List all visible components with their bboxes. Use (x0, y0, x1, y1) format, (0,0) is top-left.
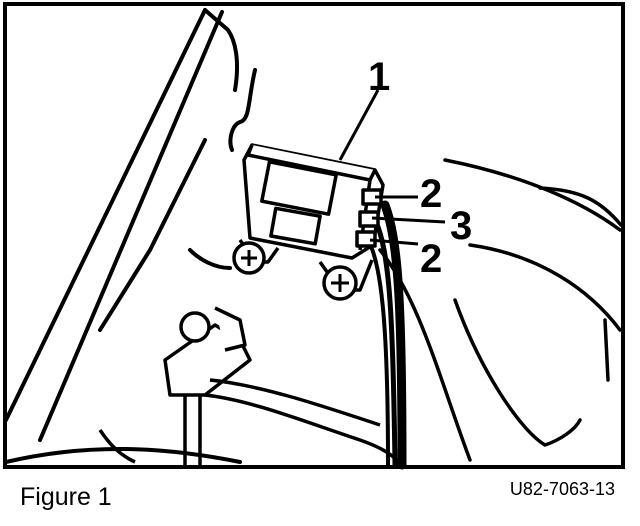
figure-reference-code: U82-7063-13 (509, 479, 615, 499)
figure-caption: Figure 1 (20, 483, 112, 511)
mounting-screws (232, 241, 358, 301)
support-bracket (98, 306, 402, 466)
callout-3: 3 (450, 204, 472, 248)
door-pillar (4, 8, 257, 464)
callout-1: 1 (368, 55, 390, 99)
callout-2-lower: 2 (420, 237, 442, 281)
control-unit (238, 143, 385, 292)
callout-leaders (338, 89, 446, 246)
callout-2-upper: 2 (420, 172, 442, 216)
